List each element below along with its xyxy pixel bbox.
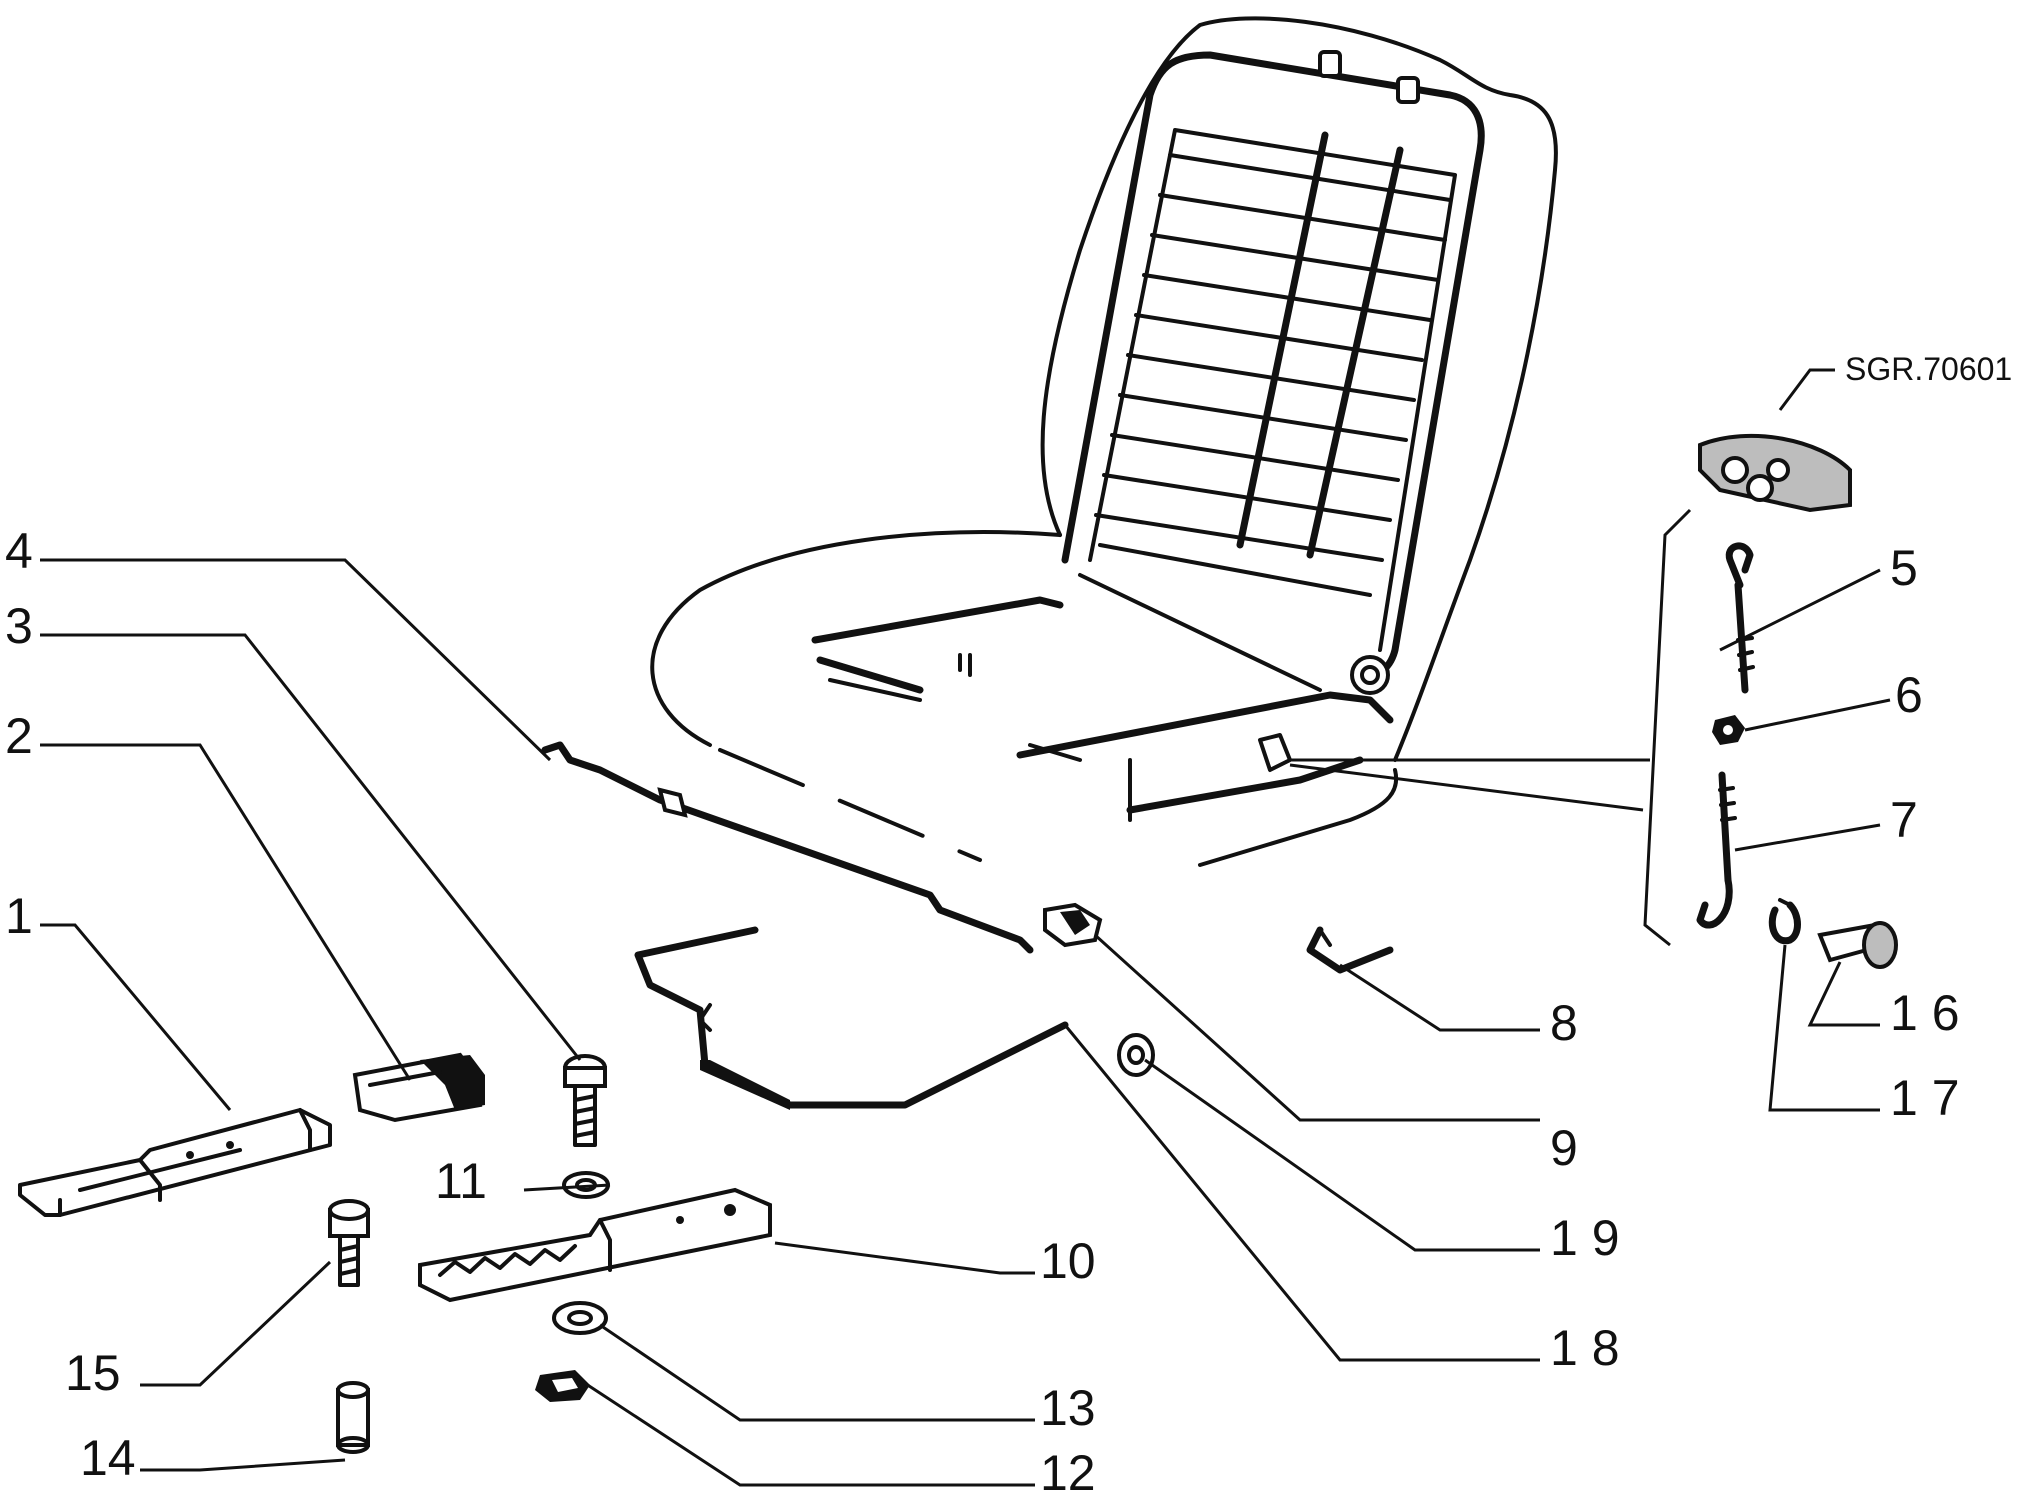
callout-18: 1 8 xyxy=(1550,1320,1620,1376)
bolt-part-15 xyxy=(328,1199,370,1287)
spacer-part-14 xyxy=(336,1381,370,1454)
clip-part-8 xyxy=(1306,926,1394,974)
callout-6: 6 xyxy=(1895,667,1923,723)
callout-10: 10 xyxy=(1040,1233,1096,1289)
callout-13: 13 xyxy=(1040,1380,1096,1436)
callout-14: 14 xyxy=(80,1430,136,1486)
bracket-part-2 xyxy=(352,1052,485,1123)
nut-part-6 xyxy=(1712,715,1745,745)
callout-2: 2 xyxy=(5,708,33,764)
callout-4: 4 xyxy=(5,523,33,579)
callout-5: 5 xyxy=(1890,540,1918,596)
callout-19: 1 9 xyxy=(1550,1210,1620,1266)
seat-assembly xyxy=(650,16,1558,867)
hook-rod-part-7 xyxy=(1696,771,1737,929)
callout-16: 1 6 xyxy=(1890,985,1960,1041)
washer-part-19 xyxy=(1117,1033,1155,1077)
clip-part-12 xyxy=(535,1370,590,1402)
leader-lines xyxy=(40,368,1891,1487)
headrest-guide-part xyxy=(1698,433,1852,513)
seat-rail-part-1 xyxy=(18,1108,332,1217)
callout-9: 9 xyxy=(1550,1120,1578,1176)
pin-part-16 xyxy=(1817,921,1898,969)
bracket-line xyxy=(1643,508,1692,947)
washer-part-13 xyxy=(552,1301,608,1335)
callout-3: 3 xyxy=(5,598,33,654)
seat-rail-part-10 xyxy=(418,1187,772,1303)
callout-11: 11 xyxy=(435,1153,487,1209)
hook-rod-part-5 xyxy=(1725,542,1755,694)
reference-code: SGR.70601 xyxy=(1845,351,2012,387)
clip-part-9 xyxy=(1043,902,1103,948)
backrest-slats xyxy=(1094,131,1452,597)
callout-15: 15 xyxy=(65,1345,121,1401)
pointer-to-seat-lower xyxy=(1289,763,1644,812)
callout-1: 1 xyxy=(5,888,33,944)
bolt-part-3 xyxy=(563,1054,607,1147)
callout-7: 7 xyxy=(1890,792,1918,848)
callout-12: 12 xyxy=(1040,1445,1096,1498)
rod-part-4 xyxy=(541,741,1034,954)
rod-part-18 xyxy=(634,926,1069,1110)
callout-17: 1 7 xyxy=(1890,1070,1960,1126)
callout-8: 8 xyxy=(1550,995,1578,1051)
clip-part-17 xyxy=(1768,898,1801,945)
